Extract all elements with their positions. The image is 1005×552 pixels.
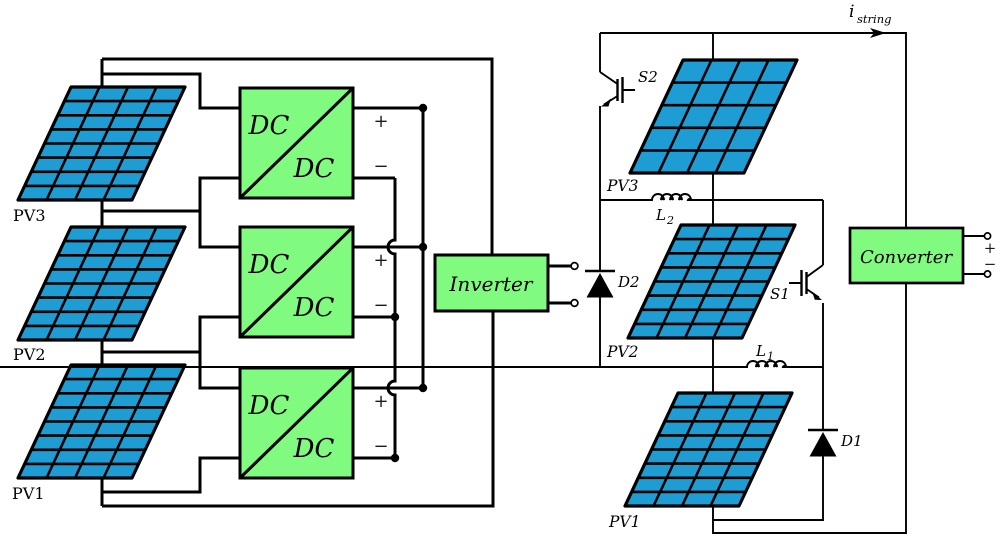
pv-panel-right-1 [623, 391, 794, 508]
switch-s2-label: S2 [638, 68, 658, 86]
converter-output-stubs [963, 235, 984, 275]
string-current-label: i [849, 2, 854, 22]
pv-panel-left-2 [16, 225, 187, 342]
converter-plus-label: + [984, 239, 997, 257]
pv-label-left-2: PV2 [13, 345, 46, 364]
minus-label: − [373, 156, 388, 177]
pv-panel-cells [631, 392, 786, 507]
switch-s1-label: S1 [770, 285, 790, 303]
pv-label-left-3: PV3 [13, 206, 46, 225]
pv-panel-left-1 [16, 363, 187, 480]
diode-d2-body [586, 273, 614, 298]
converter-minus-label: − [984, 255, 997, 273]
igbt-s1-bars [800, 270, 808, 296]
dcdc-converter-2: DC DC + − [238, 225, 389, 339]
inductor-l2-label: L [655, 206, 666, 224]
inverter-terminal-bottom [570, 298, 579, 308]
dcdc-label-bottom: DC [293, 434, 335, 464]
converter-terminal-top [983, 232, 992, 240]
diode-d1-body [809, 432, 837, 457]
pv-label-right-3: PV3 [606, 177, 639, 195]
string-current-subscript: string [857, 12, 891, 26]
diode-d1: D1 [808, 428, 863, 457]
dcdc-label-bottom: DC [293, 293, 335, 323]
minus-label: − [373, 295, 388, 316]
pv-panel-right-3 [628, 58, 799, 175]
plus-label: + [373, 250, 388, 271]
dcdc-diagonal [238, 86, 355, 200]
dcdc-diagonal [238, 225, 355, 339]
junction-dot [390, 453, 400, 463]
pv-panel-cells [634, 224, 789, 339]
junction-dot [418, 383, 428, 393]
dcdc-converter-1: DC DC + − [238, 366, 389, 480]
dcdc-label-top: DC [248, 111, 290, 141]
inductor-l1-label: L [755, 342, 766, 360]
pv-panel-cells [24, 86, 179, 201]
converter-box [848, 226, 965, 285]
inductor-l1-subscript: 1 [767, 350, 774, 363]
minus-output-bus [353, 176, 397, 460]
diode-d2: D2 [585, 269, 640, 298]
pv-panel-cells [640, 59, 787, 174]
inductor-l2-subscript: 2 [666, 214, 674, 227]
inductor-l1-branch [600, 360, 823, 368]
junction-dot [418, 103, 428, 113]
plus-label: + [373, 111, 388, 132]
junction-dot [418, 242, 428, 252]
inverter: Inverter [433, 253, 579, 313]
igbt-s1: S1 [770, 264, 824, 303]
inductor-l2-branch [0, 193, 823, 368]
left-circuit: DC DC + − DC DC + − DC DC + − [12, 57, 579, 508]
pv-panel-left-3 [16, 85, 187, 202]
dcdc-label-top: DC [248, 250, 290, 280]
minus-label: − [373, 436, 388, 457]
converter-label: Converter [860, 247, 954, 268]
right-circuit: i string S2 S1 D2 D1 L 2 [0, 2, 997, 534]
igbt-s2-emitter-arrow [601, 98, 611, 107]
igbt-s1-emitter-arrow [812, 291, 822, 300]
inverter-box [433, 253, 550, 313]
dcdc-diagonal [238, 366, 355, 480]
plus-label: + [373, 391, 388, 412]
converter-terminal-bottom [983, 270, 992, 278]
left-pv-string-wiring [100, 57, 495, 508]
inverter-label: Inverter [449, 272, 534, 296]
inverter-output-stubs [548, 264, 571, 305]
diode-d1-label: D1 [840, 432, 863, 450]
igbt-s2: S2 [599, 68, 658, 107]
diode-d2-label: D2 [617, 273, 640, 291]
pv-label-right-1: PV1 [608, 513, 640, 531]
dcdc-converter-3: DC DC + − [238, 86, 389, 200]
string-current-arrow [870, 28, 886, 38]
dcdc-label-bottom: DC [293, 154, 335, 184]
junction-dot [390, 312, 400, 322]
pv-label-right-2: PV2 [606, 343, 638, 361]
pv-panel-cells [24, 364, 179, 479]
string-converter: Converter + − [848, 226, 997, 285]
pv-panel-right-2 [626, 223, 797, 340]
inverter-terminal-top [570, 261, 579, 271]
dcdc-label-top: DC [248, 391, 290, 421]
pv-label-left-1: PV1 [12, 484, 45, 503]
igbt-s2-bars [616, 77, 624, 103]
pv-panel-cells [24, 226, 179, 341]
